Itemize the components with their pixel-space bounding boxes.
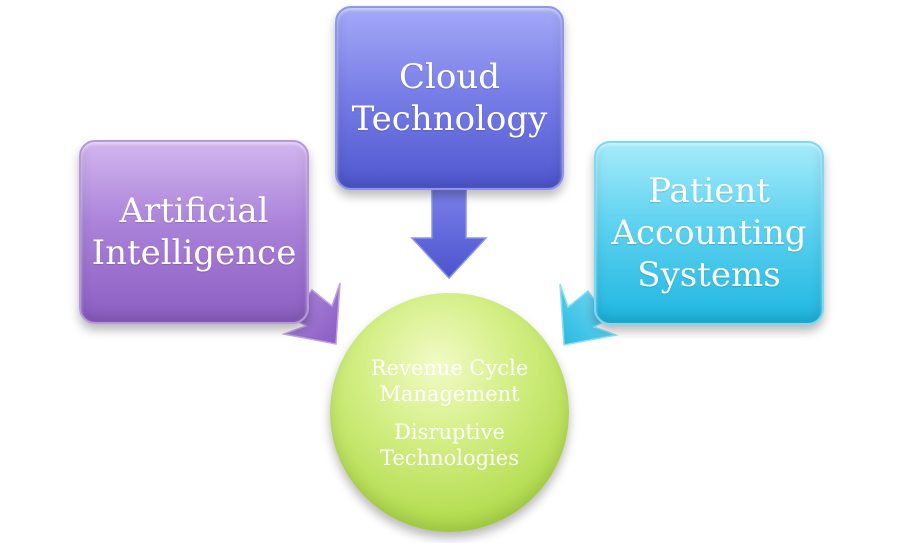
node-label-line: Technology — [351, 99, 548, 139]
node-label-line: Accounting — [611, 213, 807, 253]
arrow-ai-to-center — [281, 282, 341, 345]
node-label-line: Systems — [637, 255, 781, 295]
node-label-line: Artificial — [119, 191, 269, 231]
center-label-line: Disruptive — [394, 419, 505, 444]
center-node-revenue-cycle: Revenue Cycle Management Disruptive Tech… — [330, 293, 569, 532]
center-label-line: Technologies — [380, 445, 519, 470]
center-label-line: Revenue Cycle — [370, 355, 529, 380]
node-label-line: Patient — [648, 171, 770, 211]
node-label-line: Intelligence — [91, 233, 297, 273]
node-cloud-technology: Cloud Technology — [335, 6, 564, 190]
center-label-line: Management — [379, 381, 520, 406]
node-label-line: Cloud — [398, 57, 501, 97]
node-patient-accounting-systems: Patient Accounting Systems — [594, 141, 824, 325]
arrow-cloud-to-center — [410, 185, 488, 280]
node-artificial-intelligence: Artificial Intelligence — [79, 140, 309, 324]
arrow-pas-to-center — [559, 283, 619, 346]
